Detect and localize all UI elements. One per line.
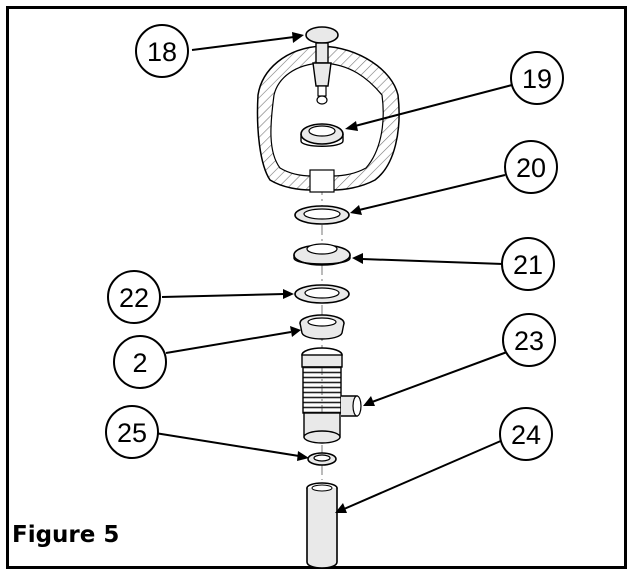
leader-24 <box>343 439 504 510</box>
leader-18 <box>191 36 295 51</box>
leader-22 <box>161 293 285 298</box>
callout-19-circle <box>510 51 564 105</box>
callout-20-circle <box>504 140 558 194</box>
callout-25-circle <box>105 405 159 459</box>
arrowhead-18 <box>292 32 304 43</box>
arrowhead-23 <box>363 396 375 406</box>
part-21-washer <box>293 243 351 266</box>
part-25-o-ring <box>307 452 337 466</box>
callout-2-label: 2 <box>132 348 147 378</box>
leader-20 <box>358 174 506 211</box>
leader-25 <box>154 432 300 457</box>
basin-cross-section <box>256 45 400 193</box>
leader-21 <box>361 258 504 265</box>
arrowhead-19 <box>345 121 358 131</box>
arrowhead-25 <box>297 451 309 461</box>
callout-18-circle <box>135 24 189 78</box>
callout-22-circle <box>107 270 161 324</box>
leader-23 <box>371 351 508 403</box>
callout-19-label: 19 <box>522 64 552 94</box>
part-23-drain-body <box>301 347 362 444</box>
leader-2 <box>165 331 292 354</box>
part-22-washer <box>294 284 350 304</box>
callout-23-label: 23 <box>514 326 544 356</box>
callout-20-label: 20 <box>516 153 546 183</box>
leader-19 <box>354 84 513 127</box>
part-2-lock-nut <box>299 314 345 340</box>
part-20-gasket <box>294 205 350 225</box>
callout-18-label: 18 <box>147 37 177 67</box>
arrowhead-20 <box>350 205 362 215</box>
arrowhead-21 <box>352 253 363 264</box>
callout-21-label: 21 <box>513 250 543 280</box>
part-24-tailpiece <box>306 482 338 569</box>
part-18-stopper <box>305 26 339 105</box>
arrowhead-2 <box>290 326 301 337</box>
leader-lines <box>154 32 513 513</box>
callout-24-circle <box>499 407 553 461</box>
callout-2-circle <box>113 335 167 389</box>
arrowhead-24 <box>335 503 347 513</box>
callout-22-label: 22 <box>119 283 149 313</box>
callouts <box>105 24 564 461</box>
part-19-drain-flange <box>300 123 344 147</box>
callout-24-label: 24 <box>511 420 541 450</box>
callout-25-label: 25 <box>117 418 147 448</box>
callout-21-circle <box>501 237 555 291</box>
arrowhead-22 <box>283 289 294 299</box>
figure-label: Figure 5 <box>12 522 120 548</box>
callout-23-circle <box>502 313 556 367</box>
